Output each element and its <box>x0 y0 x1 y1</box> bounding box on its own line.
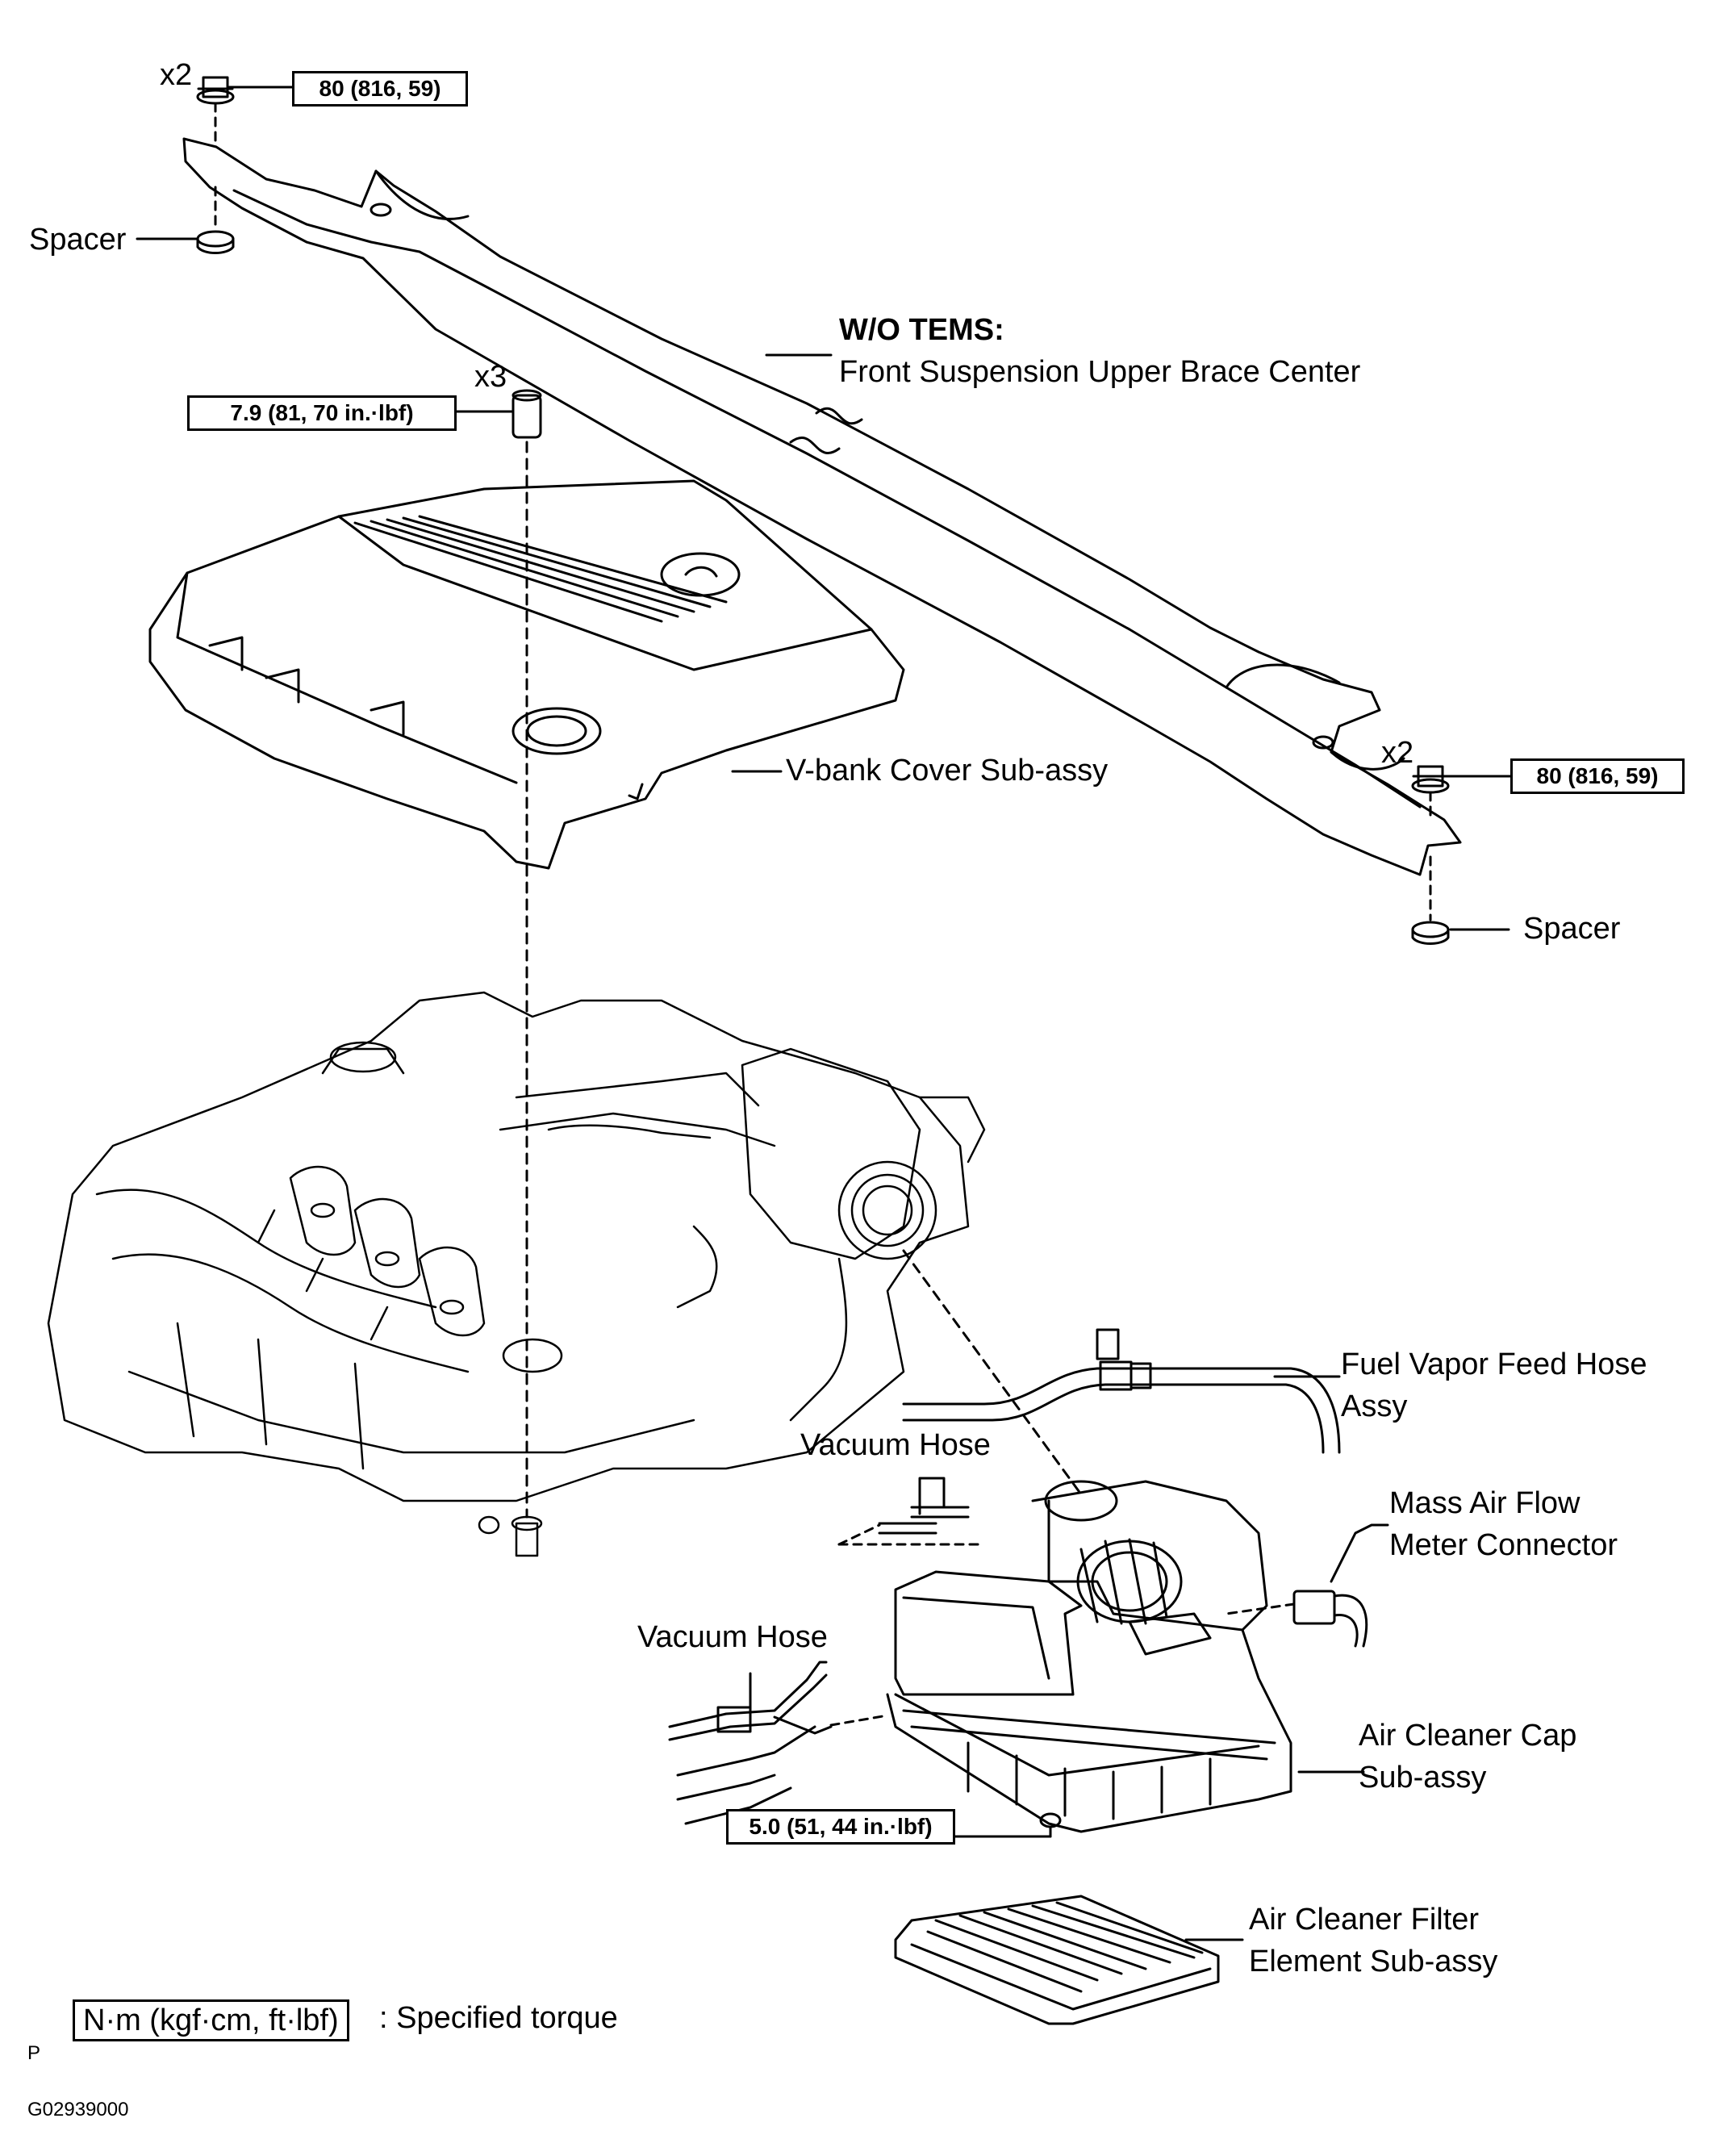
maf-connector-label: Mass Air Flow <box>1389 1486 1580 1520</box>
filter-element-label: Air Cleaner Filter <box>1249 1903 1480 1937</box>
torque-spec-cover: 7.9 (81, 70 in.·lbf) <box>187 395 457 431</box>
torque-legend-box: N·m (kgf·cm, ft·lbf) <box>73 1999 349 2041</box>
spacer-washer-icon <box>196 230 235 254</box>
vacuum-hose-label: Vacuum Hose <box>800 1428 991 1462</box>
spacer-washer-icon <box>1411 921 1450 945</box>
figure-code: G02939000 <box>27 2099 129 2120</box>
air-cleaner-cap <box>886 1480 1292 1833</box>
fuel-vapor-hose-label-line2: Assy <box>1341 1389 1408 1423</box>
fuel-vapor-hose-label: Fuel Vapor Feed Hose <box>1341 1348 1647 1381</box>
vacuum-hose-lower <box>668 1661 833 1825</box>
air-cleaner-cap-label-line2: Sub-assy <box>1359 1761 1487 1795</box>
filter-element-label-line2: Element Sub-assy <box>1249 1945 1498 1978</box>
page-marker: P <box>27 2042 41 2064</box>
quantity-label: x3 <box>474 360 507 394</box>
upper-brace <box>182 137 1462 876</box>
vacuum-hose-label: Vacuum Hose <box>637 1620 828 1654</box>
torque-spec-air-cleaner: 5.0 (51, 44 in.·lbf) <box>726 1809 955 1845</box>
hex-bolt-icon <box>196 76 235 105</box>
spacer-label: Spacer <box>1523 912 1621 946</box>
electrical-connector-icon <box>1225 1590 1368 1648</box>
spacer-label: Spacer <box>29 223 127 257</box>
vacuum-hose-upper <box>878 1477 970 1535</box>
hex-bolt-icon <box>512 389 542 439</box>
maf-connector-label-line2: Meter Connector <box>1389 1528 1618 1562</box>
torque-spec-brace-top: 80 (816, 59) <box>292 71 468 107</box>
v-bank-cover-label: V-bank Cover Sub-assy <box>786 754 1109 788</box>
quantity-label: x2 <box>1381 736 1414 770</box>
hex-bolt-icon <box>1411 765 1450 794</box>
torque-legend-text: : Specified torque <box>379 2001 618 2035</box>
fuel-vapor-hose <box>902 1328 1341 1454</box>
quantity-label: x2 <box>160 58 193 92</box>
torque-spec-brace-right: 80 (816, 59) <box>1510 758 1685 794</box>
engine-assembly <box>47 991 986 1557</box>
brace-condition-label: W/O TEMS: <box>839 313 1004 347</box>
brace-name-label: Front Suspension Upper Brace Center <box>839 355 1361 389</box>
v-bank-cover <box>148 479 905 870</box>
air-cleaner-filter <box>894 1895 1220 2025</box>
air-cleaner-cap-label: Air Cleaner Cap <box>1359 1719 1577 1753</box>
